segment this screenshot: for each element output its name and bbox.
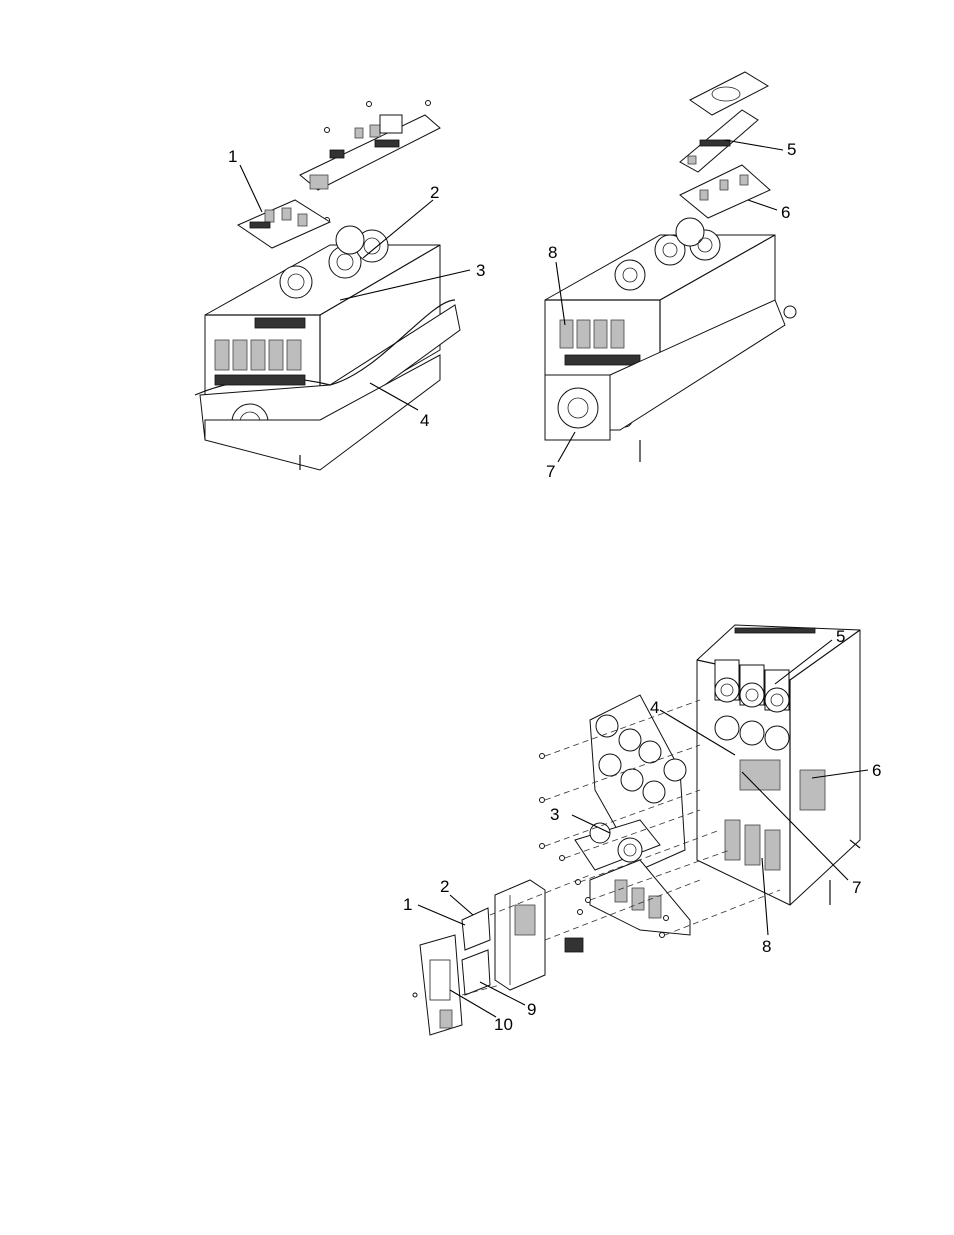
top-left-callout-2: 2: [430, 183, 439, 202]
leader-b1: [418, 905, 465, 925]
bottom-callout-5: 5: [836, 627, 845, 646]
leader-1: [240, 165, 262, 212]
top-left-detached-board: [300, 101, 440, 223]
bottom-callout-2: 2: [440, 877, 449, 896]
top-left-callout-3: 3: [476, 261, 485, 280]
leader-5: [725, 140, 783, 150]
bottom-callout-9: 9: [527, 1000, 536, 1019]
bottom-assembly: 1 2 3 4 5 6 7 8 9 10: [403, 625, 881, 1035]
top-left-assembly: 1 2 3 4: [195, 101, 485, 471]
top-left-board-1: [238, 200, 330, 248]
top-left-callout-1: 1: [228, 147, 237, 166]
leader-6: [748, 200, 777, 210]
top-right-callout-6: 6: [781, 203, 790, 222]
bottom-callout-3: 3: [550, 805, 559, 824]
bottom-terminal-block: [565, 938, 583, 952]
top-right-callout-7: 7: [546, 462, 555, 481]
top-right-assembly: 5 6 7 8: [545, 72, 796, 481]
bottom-callout-10: 10: [494, 1015, 513, 1034]
top-right-chassis: [545, 218, 796, 462]
leader-b2: [450, 895, 473, 915]
top-right-keypad-holder: [690, 72, 768, 115]
bottom-keypad: [420, 935, 462, 1035]
top-right-board-6: [680, 165, 770, 218]
top-right-callout-5: 5: [787, 140, 796, 159]
bottom-control-boards: [462, 908, 490, 995]
bottom-callout-4: 4: [650, 698, 659, 717]
bottom-callout-7: 7: [852, 878, 861, 897]
bottom-enclosure: [697, 625, 860, 905]
bottom-callout-1: 1: [403, 895, 412, 914]
top-left-callout-4: 4: [420, 411, 429, 430]
top-left-chassis: [195, 226, 460, 470]
bottom-callout-8: 8: [762, 937, 771, 956]
bottom-callout-6: 6: [872, 761, 881, 780]
top-right-board-5: [680, 110, 758, 172]
top-right-callout-8: 8: [548, 243, 557, 262]
bottom-base-bracket: [590, 860, 690, 935]
bottom-control-frame: [495, 880, 545, 990]
